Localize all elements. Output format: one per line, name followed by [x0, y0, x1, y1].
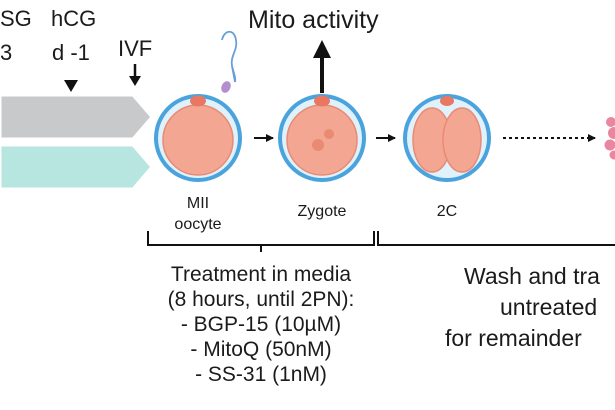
treatment-item-ss31: - SS-31 (1nM) [195, 363, 327, 386]
grey-timeline-arrow [0, 93, 154, 141]
wash-line-1: Wash and tra [464, 263, 600, 289]
wash-bracket [377, 231, 615, 246]
treatment-item-bgp15: - BGP-15 (10µM) [180, 313, 342, 336]
two-cell-embryo-icon [403, 94, 491, 182]
wash-line-2: untreated [500, 294, 598, 320]
timeline-label-sg-day: 3 [0, 40, 13, 65]
wash-line-3: for remainder [445, 325, 582, 351]
treatment-subtitle: (8 hours, until 2PN): [167, 288, 355, 311]
stage-label-oocyte: oocyte [174, 216, 222, 233]
treatment-item-mitoq: - MitoQ (50nM) [190, 338, 332, 361]
blastocyst-embryo-icon [604, 117, 615, 160]
stage-label-zygote: Zygote [297, 203, 347, 220]
treatment-title: Treatment in media [170, 263, 352, 286]
stage-label-mii: MII [186, 195, 210, 212]
sperm-icon [221, 30, 238, 93]
mii-oocyte-cell-icon [154, 94, 242, 182]
teal-timeline-arrow [0, 143, 154, 191]
mito-up-arrow-head-icon [313, 40, 331, 58]
timeline-label-hcg-day: d -1 [52, 40, 90, 65]
hcg-marker-triangle-icon [64, 80, 78, 92]
treatment-info-block: Treatment in media (8 hours, until 2PN):… [131, 262, 391, 387]
timeline-label-sg: SG [0, 6, 32, 31]
zygote-cell-icon [278, 94, 366, 182]
timeline-label-ivf: IVF [118, 36, 153, 61]
mito-activity-label: Mito activity [248, 6, 379, 34]
ivf-arrow-head-icon [129, 76, 141, 86]
stage-label-2c: 2C [436, 203, 458, 220]
timeline-label-hcg: hCG [51, 6, 97, 31]
